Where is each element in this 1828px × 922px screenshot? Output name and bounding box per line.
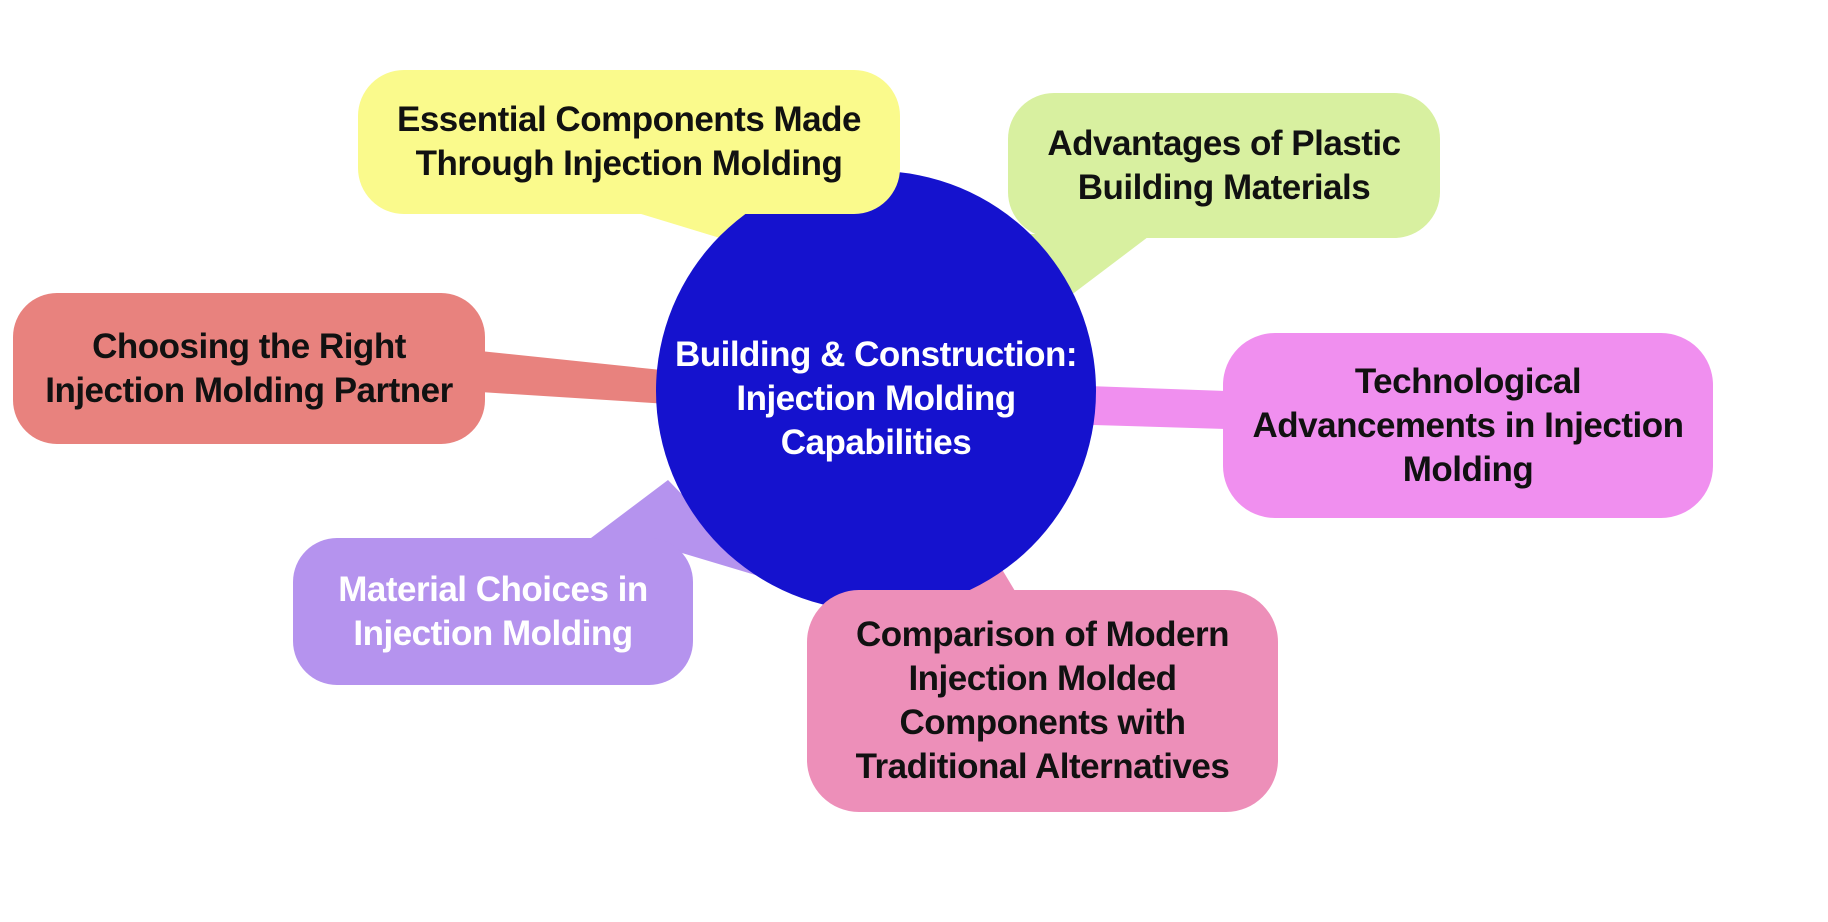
node-material-choices[interactable]: Material Choices in Injection Molding [293,538,693,685]
node-choosing-partner[interactable]: Choosing the Right Injection Molding Par… [13,293,485,444]
connector-choosing-partner [480,351,700,406]
node-label-line: Advantages of Plastic [1047,123,1401,163]
connector-material-choices [583,480,762,577]
node-label-line: Advancements in Injection [1252,405,1684,445]
node-label-line: Essential Components Made [397,100,861,139]
node-label-line: Molding [1402,449,1534,489]
node-label-line: Material Choices in [338,569,648,609]
connector-technological-advancements [1060,385,1226,429]
node-label-line: Injection Molded [908,659,1177,698]
node-label-line: Building Materials [1077,167,1371,207]
node-label-line: Injection Molding [353,613,633,653]
node-advantages-plastic-materials[interactable]: Advantages of Plastic Building Materials [1008,93,1440,238]
node-comparison-modern-traditional[interactable]: Comparison of Modern Injection Molded Co… [807,590,1278,812]
node-label-line: Traditional Alternatives [855,747,1230,786]
node-essential-components[interactable]: Essential Components Made Through Inject… [358,70,900,214]
node-label-line: Technological [1354,361,1582,401]
node-label-line: Choosing the Right [92,326,406,366]
central-topic-label-line: Building & Construction: [674,335,1078,374]
node-label-line: Comparison of Modern [855,615,1230,654]
central-topic-label: Building & Construction: Injection Moldi… [674,317,1078,465]
central-topic-label-line: Injection Molding [736,379,1016,418]
node-label-line: Injection Molding Partner [45,370,453,410]
node-technological-advancements[interactable]: Technological Advancements in Injection … [1223,333,1713,518]
central-topic-node[interactable]: Building & Construction: Injection Moldi… [656,171,1096,611]
node-label-line: Components with [899,703,1186,742]
node-label-line: Through Injection Molding [415,144,843,183]
central-topic-label-line: Capabilities [780,423,972,462]
